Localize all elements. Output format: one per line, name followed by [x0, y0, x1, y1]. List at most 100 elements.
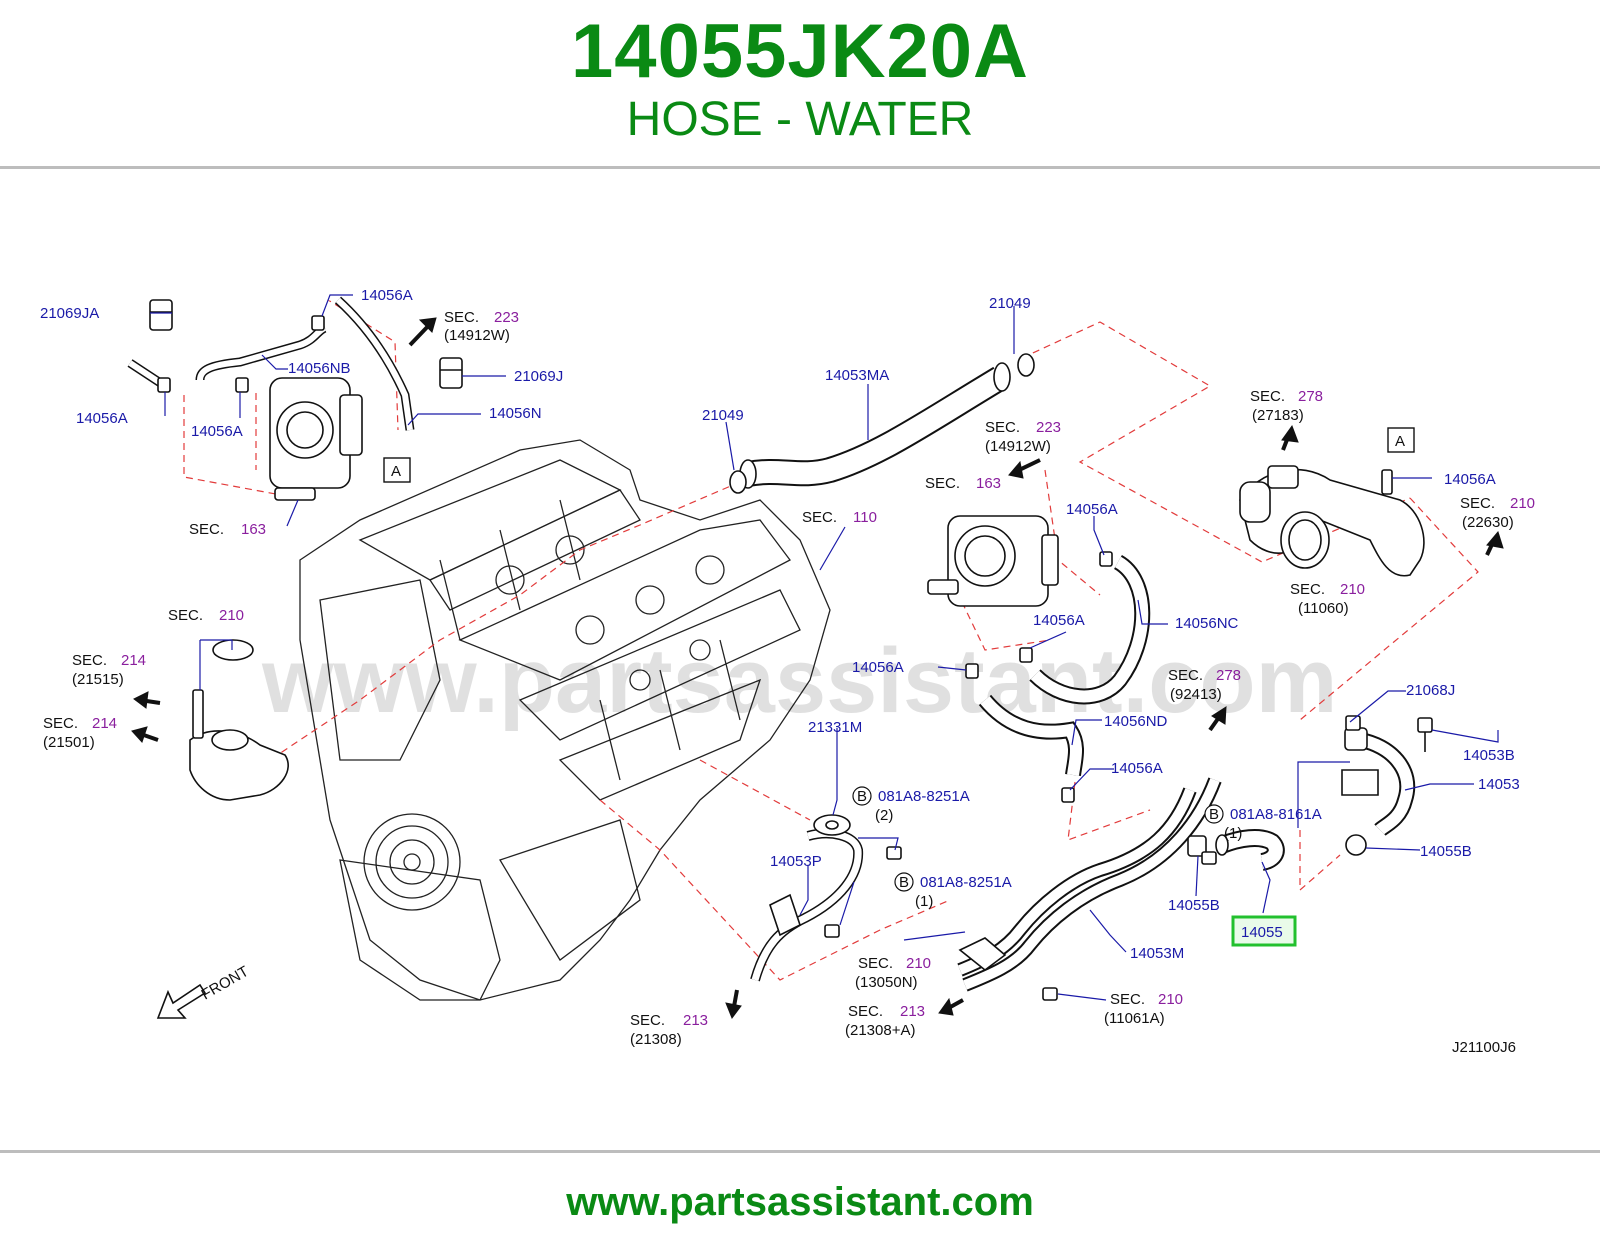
sec-ref-223b[interactable]: SEC. 223 (14912W): [985, 419, 1061, 455]
sec-number: 210: [1158, 991, 1183, 1008]
sec-number: 210: [219, 607, 244, 624]
hose-14056nd[interactable]: [978, 694, 1084, 777]
water-inlet-assembly[interactable]: [189, 639, 289, 801]
sec-ref-214b[interactable]: SEC. 214 (21501): [43, 715, 117, 751]
label-14053[interactable]: 14053: [1478, 776, 1520, 793]
clamp-14055b-center[interactable]: [1187, 835, 1207, 857]
label-14055b-center[interactable]: 14055B: [1168, 897, 1220, 914]
label-21069j[interactable]: 21069J: [514, 368, 563, 385]
label-21331m[interactable]: 21331M: [808, 719, 862, 736]
bolt-marker: B: [899, 874, 909, 891]
pipe-14053ma[interactable]: [739, 362, 1011, 489]
bolt-ref-b1[interactable]: B 081A8-8251A (2): [852, 786, 970, 824]
sec-ref-163b[interactable]: SEC. 163: [925, 475, 1001, 492]
bolt-marker: B: [1209, 806, 1219, 823]
sec-ref-210d[interactable]: SEC. 210 (13050N): [855, 955, 931, 991]
o-ring-21049-top[interactable]: [1017, 353, 1035, 377]
engine-block: [299, 439, 831, 1001]
label-14056a-center2[interactable]: 14056A: [1033, 612, 1085, 629]
sec-prefix: SEC.: [1168, 667, 1203, 684]
sec-number: 163: [976, 475, 1001, 492]
label-14056a-center1[interactable]: 14056A: [1066, 501, 1118, 518]
throttle-body-left[interactable]: [269, 377, 363, 501]
connector-marker-a-right: A: [1387, 427, 1415, 453]
label-14055b-right[interactable]: 14055B: [1420, 843, 1472, 860]
label-14056a-left2[interactable]: 14056A: [191, 423, 243, 440]
gasket-21331m[interactable]: [813, 814, 851, 836]
sec-number: 210: [906, 955, 931, 972]
label-14056nd[interactable]: 14056ND: [1104, 713, 1168, 730]
bolt-qty: (2): [875, 807, 893, 824]
sec-prefix: SEC.: [630, 1012, 665, 1029]
clip-21069ja[interactable]: [149, 299, 173, 331]
sec-number: 214: [121, 652, 146, 669]
label-14053p[interactable]: 14053P: [770, 853, 822, 870]
sec-number: 213: [683, 1012, 708, 1029]
label-14053ma[interactable]: 14053MA: [825, 367, 889, 384]
pipe-14053m[interactable]: [957, 777, 1222, 992]
label-21049-mid[interactable]: 21049: [702, 407, 744, 424]
label-14056a-center3[interactable]: 14056A: [852, 659, 904, 676]
sec-ref-110[interactable]: SEC. 110: [802, 509, 877, 526]
bolts-081a8[interactable]: [824, 846, 1217, 1001]
sec-ref-210c[interactable]: SEC. 210: [168, 607, 244, 624]
sec-sub: (27183): [1252, 407, 1304, 424]
sec-number: 223: [494, 309, 519, 326]
label-14056n[interactable]: 14056N: [489, 405, 542, 422]
sensor-21068j[interactable]: [1345, 715, 1361, 731]
bolt-qty: (1): [1224, 825, 1242, 842]
label-14056a-center4[interactable]: 14056A: [1111, 760, 1163, 777]
o-ring-21049-mid[interactable]: [729, 470, 747, 494]
sec-ref-278a[interactable]: SEC. 278 (27183): [1250, 388, 1323, 424]
hose-14056nc[interactable]: [1029, 555, 1151, 705]
sec-ref-210a[interactable]: SEC. 210 (22630): [1460, 495, 1535, 531]
label-14053b[interactable]: 14053B: [1463, 747, 1515, 764]
hose-14055[interactable]: [1215, 829, 1285, 871]
label-14056a-top[interactable]: 14056A: [361, 287, 413, 304]
sec-sub: (14912W): [985, 438, 1051, 455]
sec-number: 213: [900, 1003, 925, 1020]
sec-ref-213b[interactable]: SEC. 213 (21308+A): [845, 1003, 925, 1039]
sec-number: 210: [1510, 495, 1535, 512]
bolt-14053b[interactable]: [1417, 717, 1433, 752]
clamp-14056a-group-center[interactable]: [965, 551, 1113, 803]
clip-21069j[interactable]: [439, 357, 463, 389]
label-21049-top[interactable]: 21049: [989, 295, 1031, 312]
hose-14056n[interactable]: [334, 296, 415, 431]
bolt-ref-b2[interactable]: B 081A8-8251A (1): [894, 872, 1012, 910]
hose-14056nb[interactable]: [125, 293, 342, 390]
watermark-text: www.partsassistant.com: [261, 630, 1337, 732]
sec-ref-278b[interactable]: SEC. 278 (92413): [1168, 667, 1241, 703]
sec-ref-223a[interactable]: SEC. 223 (14912W): [444, 309, 519, 344]
part-label-group: 21069JA 14056A 14056NB 14056A 14056A 210…: [40, 287, 1520, 1056]
label-21069ja[interactable]: 21069JA: [40, 305, 99, 322]
sec-sub: (92413): [1170, 686, 1222, 703]
sec-ref-213a[interactable]: SEC. 213 (21308): [630, 1012, 708, 1048]
clamp-14056a-group-left[interactable]: [157, 315, 325, 393]
water-outlet-assembly[interactable]: [1239, 465, 1425, 577]
connector-marker-text: A: [1395, 433, 1405, 450]
footer-url-link[interactable]: www.partsassistant.com: [566, 1180, 1034, 1224]
sec-ref-163a[interactable]: SEC. 163: [189, 521, 266, 538]
sec-sub: (13050N): [855, 974, 918, 991]
label-14056nb[interactable]: 14056NB: [288, 360, 351, 377]
label-14056nc[interactable]: 14056NC: [1175, 615, 1239, 632]
label-21068j[interactable]: 21068J: [1406, 682, 1455, 699]
bolt-code: 081A8-8251A: [878, 788, 970, 805]
pipe-14053p[interactable]: [750, 828, 864, 982]
sec-ref-210e[interactable]: SEC. 210 (11061A): [1104, 991, 1183, 1027]
dashed-guide-lines: [183, 297, 1479, 981]
label-14056a-right[interactable]: 14056A: [1444, 471, 1496, 488]
throttle-body-center[interactable]: [927, 515, 1059, 607]
sec-prefix: SEC.: [985, 419, 1020, 436]
sec-ref-214a[interactable]: SEC. 214 (21515): [72, 652, 146, 688]
label-14055-highlighted[interactable]: 14055: [1241, 924, 1283, 941]
sec-ref-210b[interactable]: SEC. 210 (11060): [1290, 581, 1365, 617]
clamp-14055b-right[interactable]: [1345, 834, 1367, 856]
connector-marker-a-left: A: [383, 457, 411, 483]
label-14053m[interactable]: 14053M: [1130, 945, 1184, 962]
pipe-14053-right[interactable]: [1341, 727, 1416, 837]
highlight-box-14055[interactable]: [1231, 915, 1297, 947]
label-14056a-left1[interactable]: 14056A: [76, 410, 128, 427]
bolt-ref-b3[interactable]: B 081A8-8161A (1): [1204, 804, 1322, 842]
